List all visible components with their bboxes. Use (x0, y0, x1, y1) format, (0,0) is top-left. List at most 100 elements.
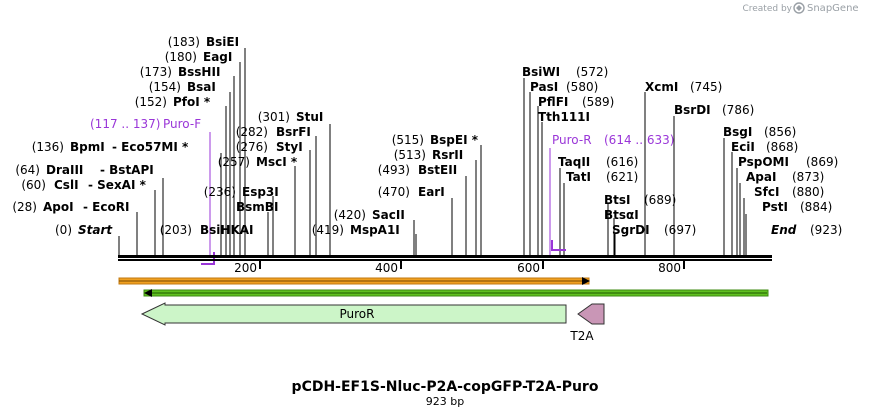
site-name: ApoI (43, 200, 74, 214)
site-name: BsiWI (522, 65, 560, 79)
site-name: MscI * (256, 155, 298, 169)
site-name: TatI (566, 170, 591, 184)
site-position: (183) (168, 35, 200, 49)
primers: (117 .. 137) Puro-F Puro-R (614 .. 633) (90, 117, 674, 265)
site-name: SacII (372, 208, 405, 222)
site-name: StuI (296, 110, 323, 124)
site-name: EarI (418, 185, 445, 199)
site-position: (203) (160, 223, 192, 237)
map-length: 923 bp (426, 395, 464, 408)
site-name: - EcoRI (83, 200, 129, 214)
primer-name: Puro-F (163, 117, 201, 131)
site-position: (513) (394, 148, 426, 162)
site-position: (786) (722, 103, 754, 117)
site-name: BsmBI (236, 200, 278, 214)
site-name: RsrII (432, 148, 463, 162)
feature-label: PuroR (340, 307, 375, 321)
orf-forward (118, 277, 590, 285)
site-position: (884) (800, 200, 832, 214)
site-position: (873) (792, 170, 824, 184)
site-position: (276) (236, 140, 268, 154)
feature-label: T2A (569, 329, 594, 343)
primer-range: (614 .. 633) (604, 133, 674, 147)
tick-label: 600 (517, 261, 540, 275)
feature-t2a: T2A (569, 303, 605, 343)
orf-reverse (143, 289, 769, 297)
site-position: (869) (806, 155, 838, 169)
site-position: (301) (258, 110, 290, 124)
site-name: EciI (731, 140, 755, 154)
site-name: StyI (276, 140, 303, 154)
primer-r-arrow (551, 240, 566, 251)
site-position: (493) (378, 163, 410, 177)
left-sites: (183) BsiEI (180) EagI (173) BssHII (154… (12, 35, 253, 237)
site-name: SfcI (754, 185, 779, 199)
site-name: - SexAI * (88, 178, 147, 192)
tick-label: 800 (658, 261, 681, 275)
site-name: PspOMI (738, 155, 789, 169)
site-name: BsrDI (674, 103, 711, 117)
site-position: (856) (764, 125, 796, 139)
site-name: Tth111I (538, 110, 590, 124)
site-name: BstEII (418, 163, 457, 177)
site-name: ApaI (746, 170, 776, 184)
site-position: (154) (149, 80, 181, 94)
site-name: BsiEI (206, 35, 239, 49)
map-title: pCDH-EF1S-Nluc-P2A-copGFP-T2A-Puro (292, 379, 599, 395)
site-position: (419) (312, 223, 344, 237)
site-name: PflFI (538, 95, 568, 109)
site-name: - BstAPI (100, 163, 154, 177)
site-position: (697) (664, 223, 696, 237)
site-name: BpmI (70, 140, 105, 154)
site-position: (868) (766, 140, 798, 154)
site-name: BspEI * (430, 133, 479, 147)
site-position: (689) (644, 193, 676, 207)
site-name: CslI (54, 178, 79, 192)
site-name: BsiHKAI (200, 223, 254, 237)
site-name: SgrDI (612, 223, 650, 237)
credit-text: Created by (742, 4, 792, 14)
site-name: BssHII (178, 65, 220, 79)
site-position: (580) (566, 80, 598, 94)
site-pointer-lines (118, 48, 747, 255)
end-position: (923) (810, 223, 842, 237)
site-position: (589) (582, 95, 614, 109)
site-position: (470) (378, 185, 410, 199)
site-name: XcmI (645, 80, 678, 94)
site-name: PfoI * (173, 95, 211, 109)
feature-puror: PuroR (140, 302, 567, 326)
middle-sites: (301) StuI (282) BsrFI (276) StyI (257) … (204, 110, 479, 237)
t2a-arrow (577, 303, 605, 325)
site-name: BtsI (604, 193, 631, 207)
site-position: (621) (606, 170, 638, 184)
site-position: (616) (606, 155, 638, 169)
tick-label: 400 (375, 261, 398, 275)
site-name: BsrFI (276, 125, 311, 139)
site-name: EagI (203, 50, 232, 64)
site-name: PstI (762, 200, 788, 214)
site-name: TaqII (558, 155, 590, 169)
tick-label: 200 (234, 261, 257, 275)
site-name: PasI (530, 80, 558, 94)
site-name: MspA1I (350, 223, 400, 237)
brand-name: SnapGene (807, 3, 859, 14)
site-name: - Eco57MI * (112, 140, 189, 154)
puror-arrow (140, 302, 567, 326)
sequence-ruler: 200 400 600 800 (118, 255, 772, 275)
site-position: (173) (140, 65, 172, 79)
site-name: BtsαI (604, 208, 639, 222)
start-position: (0) (55, 223, 72, 237)
site-name: Esp3I (242, 185, 279, 199)
site-name: BsgI (723, 125, 752, 139)
site-position: (880) (792, 185, 824, 199)
start-label: Start (78, 223, 113, 237)
site-position: (420) (334, 208, 366, 222)
site-position: (236) (204, 185, 236, 199)
site-position: (282) (236, 125, 268, 139)
site-position: (572) (576, 65, 608, 79)
site-position: (515) (392, 133, 424, 147)
site-position: (60) (21, 178, 46, 192)
primer-range: (117 .. 137) (90, 117, 160, 131)
site-position: (64) (15, 163, 40, 177)
snapgene-logo-icon (793, 2, 805, 14)
